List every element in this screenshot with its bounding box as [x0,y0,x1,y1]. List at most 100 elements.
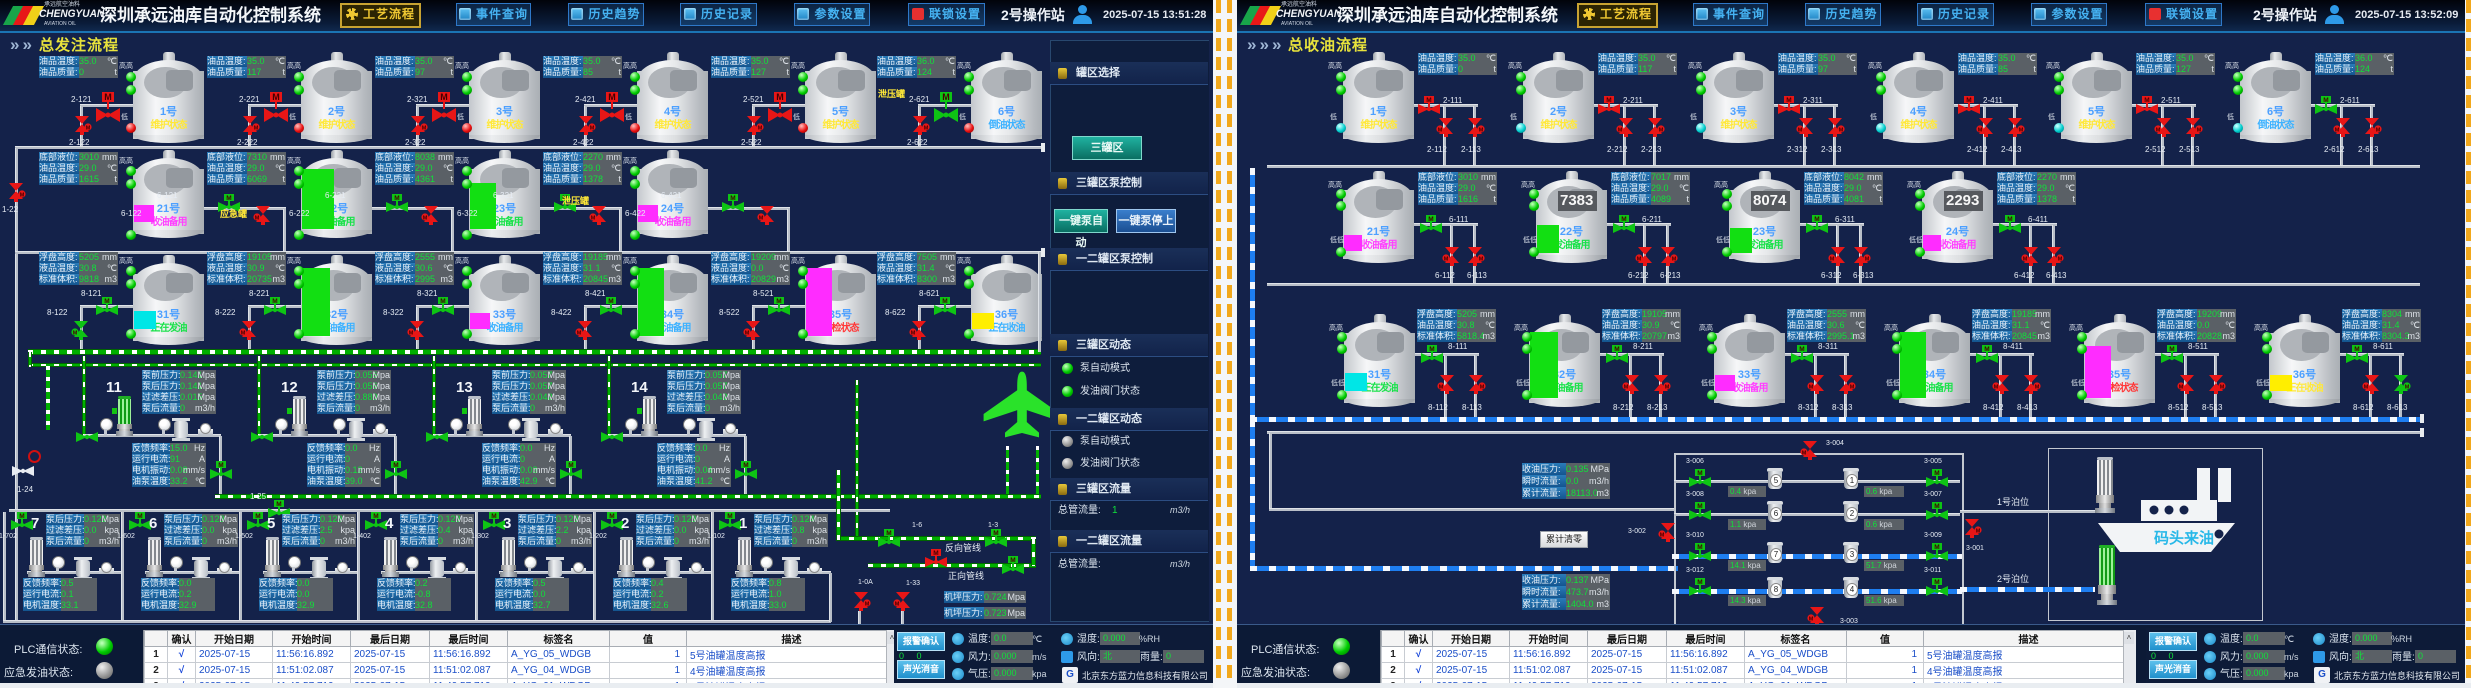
svg-text:M: M [2323,97,2328,104]
svg-text:M: M [1439,384,1444,390]
svg-text:M: M [1010,557,1015,564]
svg-text:M: M [1624,384,1629,390]
svg-text:M: M [373,513,378,520]
svg-text:M: M [1606,97,1611,104]
svg-text:M: M [1426,97,1431,104]
svg-text:M: M [276,501,281,508]
svg-text:M: M [440,298,445,305]
svg-text:M: M [895,601,900,607]
svg-text:M: M [2354,346,2359,353]
svg-text:M: M [730,195,735,202]
svg-text:M: M [241,330,246,336]
svg-text:M: M [590,125,595,131]
svg-text:M: M [1850,384,1855,390]
svg-text:M: M [218,462,223,469]
svg-text:M: M [2156,127,2161,133]
svg-text:M: M [272,92,280,102]
svg-text:M: M [2169,346,2174,353]
svg-text:M: M [2058,256,2063,262]
svg-text:M: M [2007,216,2012,223]
svg-text:M: M [1438,127,1443,133]
svg-text:M: M [2035,384,2040,390]
svg-text:M: M [608,92,616,102]
svg-text:M: M [2335,127,2340,133]
svg-text:M: M [1429,346,1434,353]
svg-text:M: M [1660,532,1665,538]
svg-text:M: M [2405,384,2410,390]
svg-text:M: M [1665,384,1670,390]
svg-text:M: M [608,298,613,305]
svg-text:M: M [1984,346,1989,353]
svg-text:M: M [1966,97,1971,104]
svg-text:M: M [924,125,929,131]
svg-text:M: M [2179,384,2184,390]
svg-text:M: M [591,215,596,221]
svg-text:M: M [562,195,567,202]
svg-text:M: M [1479,127,1484,133]
svg-text:M: M [255,215,260,221]
svg-text:M: M [776,298,781,305]
svg-text:M: M [865,601,870,607]
svg-text:码头来油: 码头来油 [2154,529,2214,547]
svg-text:M: M [776,92,784,102]
svg-text:M: M [1865,256,1870,262]
svg-text:M: M [1814,216,1819,223]
svg-text:M: M [254,125,259,131]
svg-text:M: M [2364,384,2369,390]
svg-text:M: M [942,92,950,102]
svg-text:M: M [1802,450,1807,456]
svg-text:M: M [1697,544,1702,551]
svg-text:M: M [2023,256,2028,262]
svg-text:M: M [758,125,763,131]
svg-text:M: M [1994,384,1999,390]
svg-text:M: M [1697,503,1702,510]
svg-text:M: M [2376,127,2381,133]
svg-text:M: M [1830,256,1835,262]
svg-text:M: M [1799,346,1804,353]
svg-text:M: M [745,330,750,336]
svg-text:M: M [1672,256,1677,262]
svg-text:M: M [577,330,582,336]
svg-text:M: M [743,462,748,469]
svg-text:M: M [1697,579,1702,586]
svg-text:M: M [2197,127,2202,133]
svg-text:M: M [137,513,142,520]
svg-text:M: M [19,513,24,520]
svg-text:M: M [1976,528,1981,534]
svg-text:M: M [2144,97,2149,104]
svg-text:M: M [1934,470,1939,477]
svg-text:M: M [1659,127,1664,133]
svg-text:M: M [1480,384,1485,390]
svg-text:M: M [20,192,25,198]
svg-text:M: M [568,462,573,469]
svg-text:M: M [440,92,448,102]
svg-text:M: M [1697,470,1702,477]
svg-text:M: M [491,513,496,520]
svg-text:M: M [1786,97,1791,104]
svg-text:M: M [1934,544,1939,551]
svg-text:M: M [2019,127,2024,133]
svg-text:M: M [1444,256,1449,262]
svg-text:M: M [86,125,91,131]
svg-text:M: M [886,530,891,537]
svg-text:M: M [104,92,112,102]
svg-text:M: M [1809,384,1814,390]
svg-text:M: M [1934,579,1939,586]
svg-text:M: M [1934,503,1939,510]
svg-text:M: M [226,195,231,202]
svg-text:M: M [911,330,916,336]
svg-text:M: M [423,215,428,221]
svg-text:M: M [1479,256,1484,262]
svg-text:M: M [933,550,938,557]
svg-text:M: M [609,513,614,520]
svg-text:M: M [73,330,78,336]
svg-text:M: M [1839,127,1844,133]
svg-text:M: M [393,462,398,469]
svg-text:M: M [1798,127,1803,133]
svg-text:M: M [104,298,109,305]
svg-text:M: M [1618,127,1623,133]
svg-text:M: M [422,125,427,131]
svg-text:M: M [993,530,998,537]
svg-text:M: M [1637,256,1642,262]
svg-text:M: M [255,513,260,520]
